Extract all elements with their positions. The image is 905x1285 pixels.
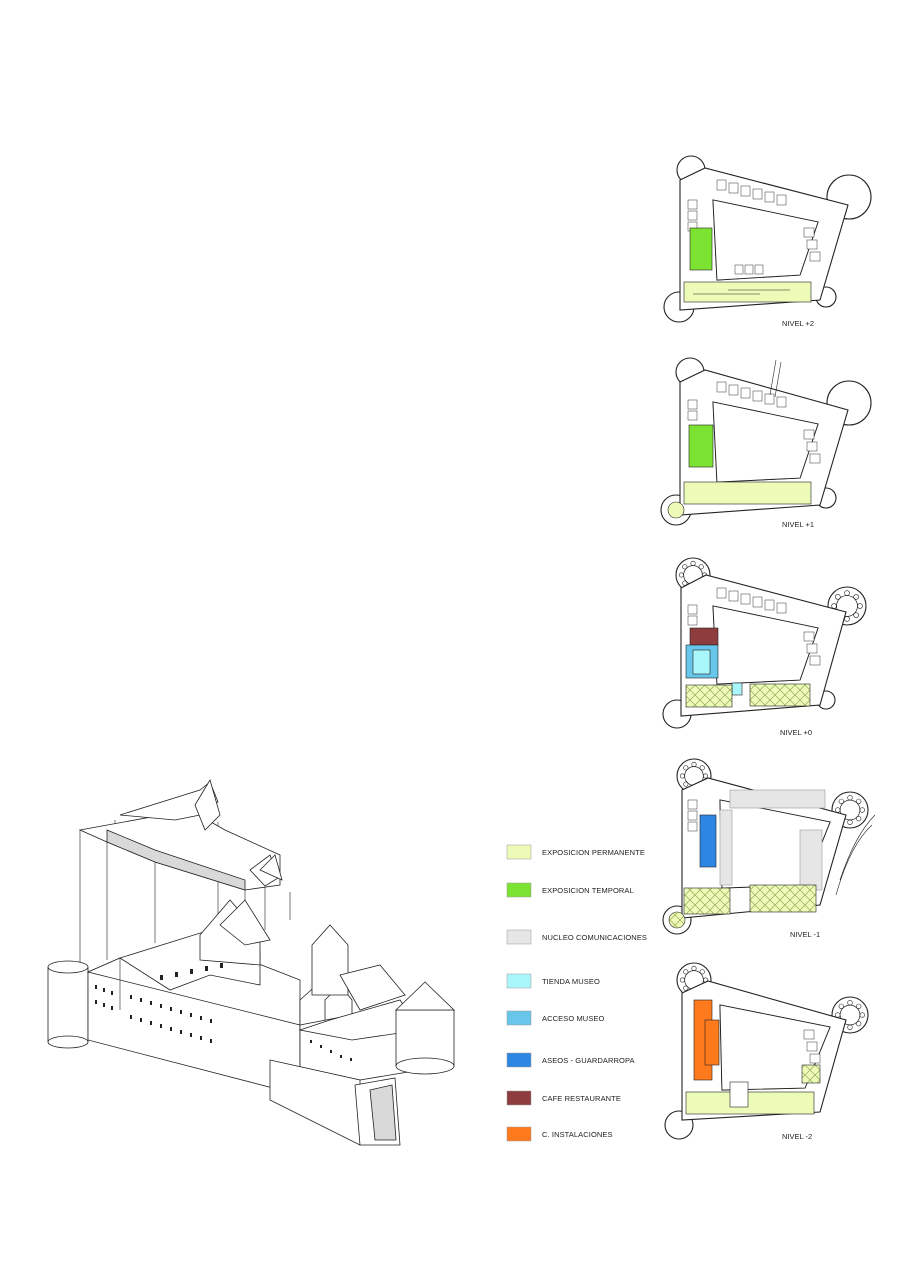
exposicion-permanente-area — [801, 1064, 821, 1084]
castle-axonometric-icon — [47, 779, 455, 1146]
floor-plans — [660, 155, 876, 1140]
legend-swatch — [506, 844, 532, 860]
aseos-guardarropa-area — [699, 814, 717, 868]
legend: EXPOSICION PERMANENTE EXPOSICION TEMPORAL… — [506, 844, 647, 1142]
floor-plan-level-minus-2 — [664, 962, 869, 1140]
legend-swatch — [506, 1010, 532, 1026]
legend-swatch — [506, 973, 532, 989]
c-instalaciones-area — [704, 1019, 720, 1066]
legend-label: C. INSTALACIONES — [542, 1130, 613, 1139]
exposicion-permanente-area — [685, 1091, 815, 1115]
level-label-0: NIVEL +0 — [780, 728, 812, 737]
exposicion-permanente-area — [683, 481, 812, 505]
exposicion-permanente-area — [749, 884, 817, 913]
tienda-museo-area — [731, 682, 743, 696]
legend-label: NUCLEO COMUNICACIONES — [542, 933, 647, 942]
level-label-minus-2: NIVEL -2 — [782, 1132, 812, 1141]
exposicion-permanente-area — [685, 684, 733, 708]
level-label-plus-1: NIVEL +1 — [782, 520, 814, 529]
exposicion-permanente-area — [749, 683, 811, 707]
floor-plan-level-plus-2 — [663, 155, 872, 323]
tienda-museo-area — [692, 649, 711, 675]
exposicion-permanente-area — [683, 281, 812, 303]
legend-label: EXPOSICION PERMANENTE — [542, 848, 645, 857]
legend-label: EXPOSICION TEMPORAL — [542, 886, 634, 895]
level-label-minus-1: NIVEL -1 — [790, 930, 820, 939]
exposicion-permanente-area — [683, 887, 731, 915]
legend-swatch — [506, 929, 532, 945]
legend-swatch — [506, 1126, 532, 1142]
nucleo-comunicaciones-area — [729, 1081, 749, 1108]
legend-label: TIENDA MUSEO — [542, 977, 600, 986]
floor-plan-level-minus-1 — [662, 758, 876, 935]
legend-label: ASEOS - GUARDARROPA — [542, 1056, 635, 1065]
nucleo-comunicaciones-area — [719, 809, 733, 886]
legend-swatch — [506, 1090, 532, 1106]
level-label-plus-2: NIVEL +2 — [782, 319, 814, 328]
legend-label: ACCESO MUSEO — [542, 1014, 605, 1023]
legend-swatch — [506, 1052, 532, 1068]
exposicion-temporal-area — [689, 227, 713, 271]
floor-plan-level-0 — [662, 557, 867, 729]
legend-swatch — [506, 882, 532, 898]
cafe-restaurante-area — [689, 627, 719, 646]
nucleo-comunicaciones-area — [799, 829, 823, 891]
floor-plan-level-plus-1 — [660, 357, 872, 526]
legend-label: CAFE RESTAURANTE — [542, 1094, 621, 1103]
nucleo-comunicaciones-area — [729, 789, 826, 809]
exposicion-temporal-area — [688, 424, 714, 468]
